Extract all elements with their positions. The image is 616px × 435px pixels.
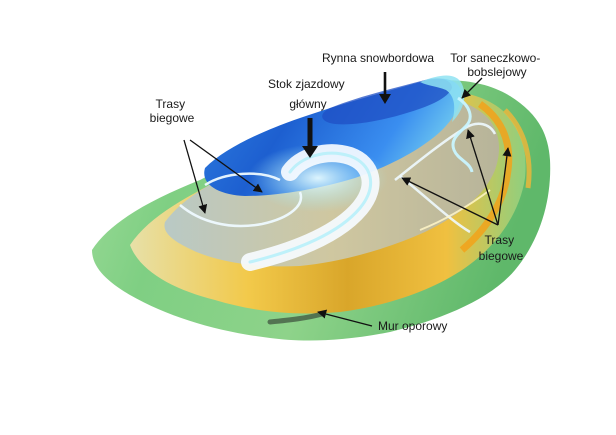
label-retaining-wall: Mur oporowy <box>378 319 447 333</box>
label-bobsleigh: Tor saneczkowo- bobslejowy <box>450 51 543 79</box>
label-trails-left: Trasy biegowe <box>150 97 195 125</box>
label-snowboard: Rynna snowbordowa <box>322 51 434 65</box>
